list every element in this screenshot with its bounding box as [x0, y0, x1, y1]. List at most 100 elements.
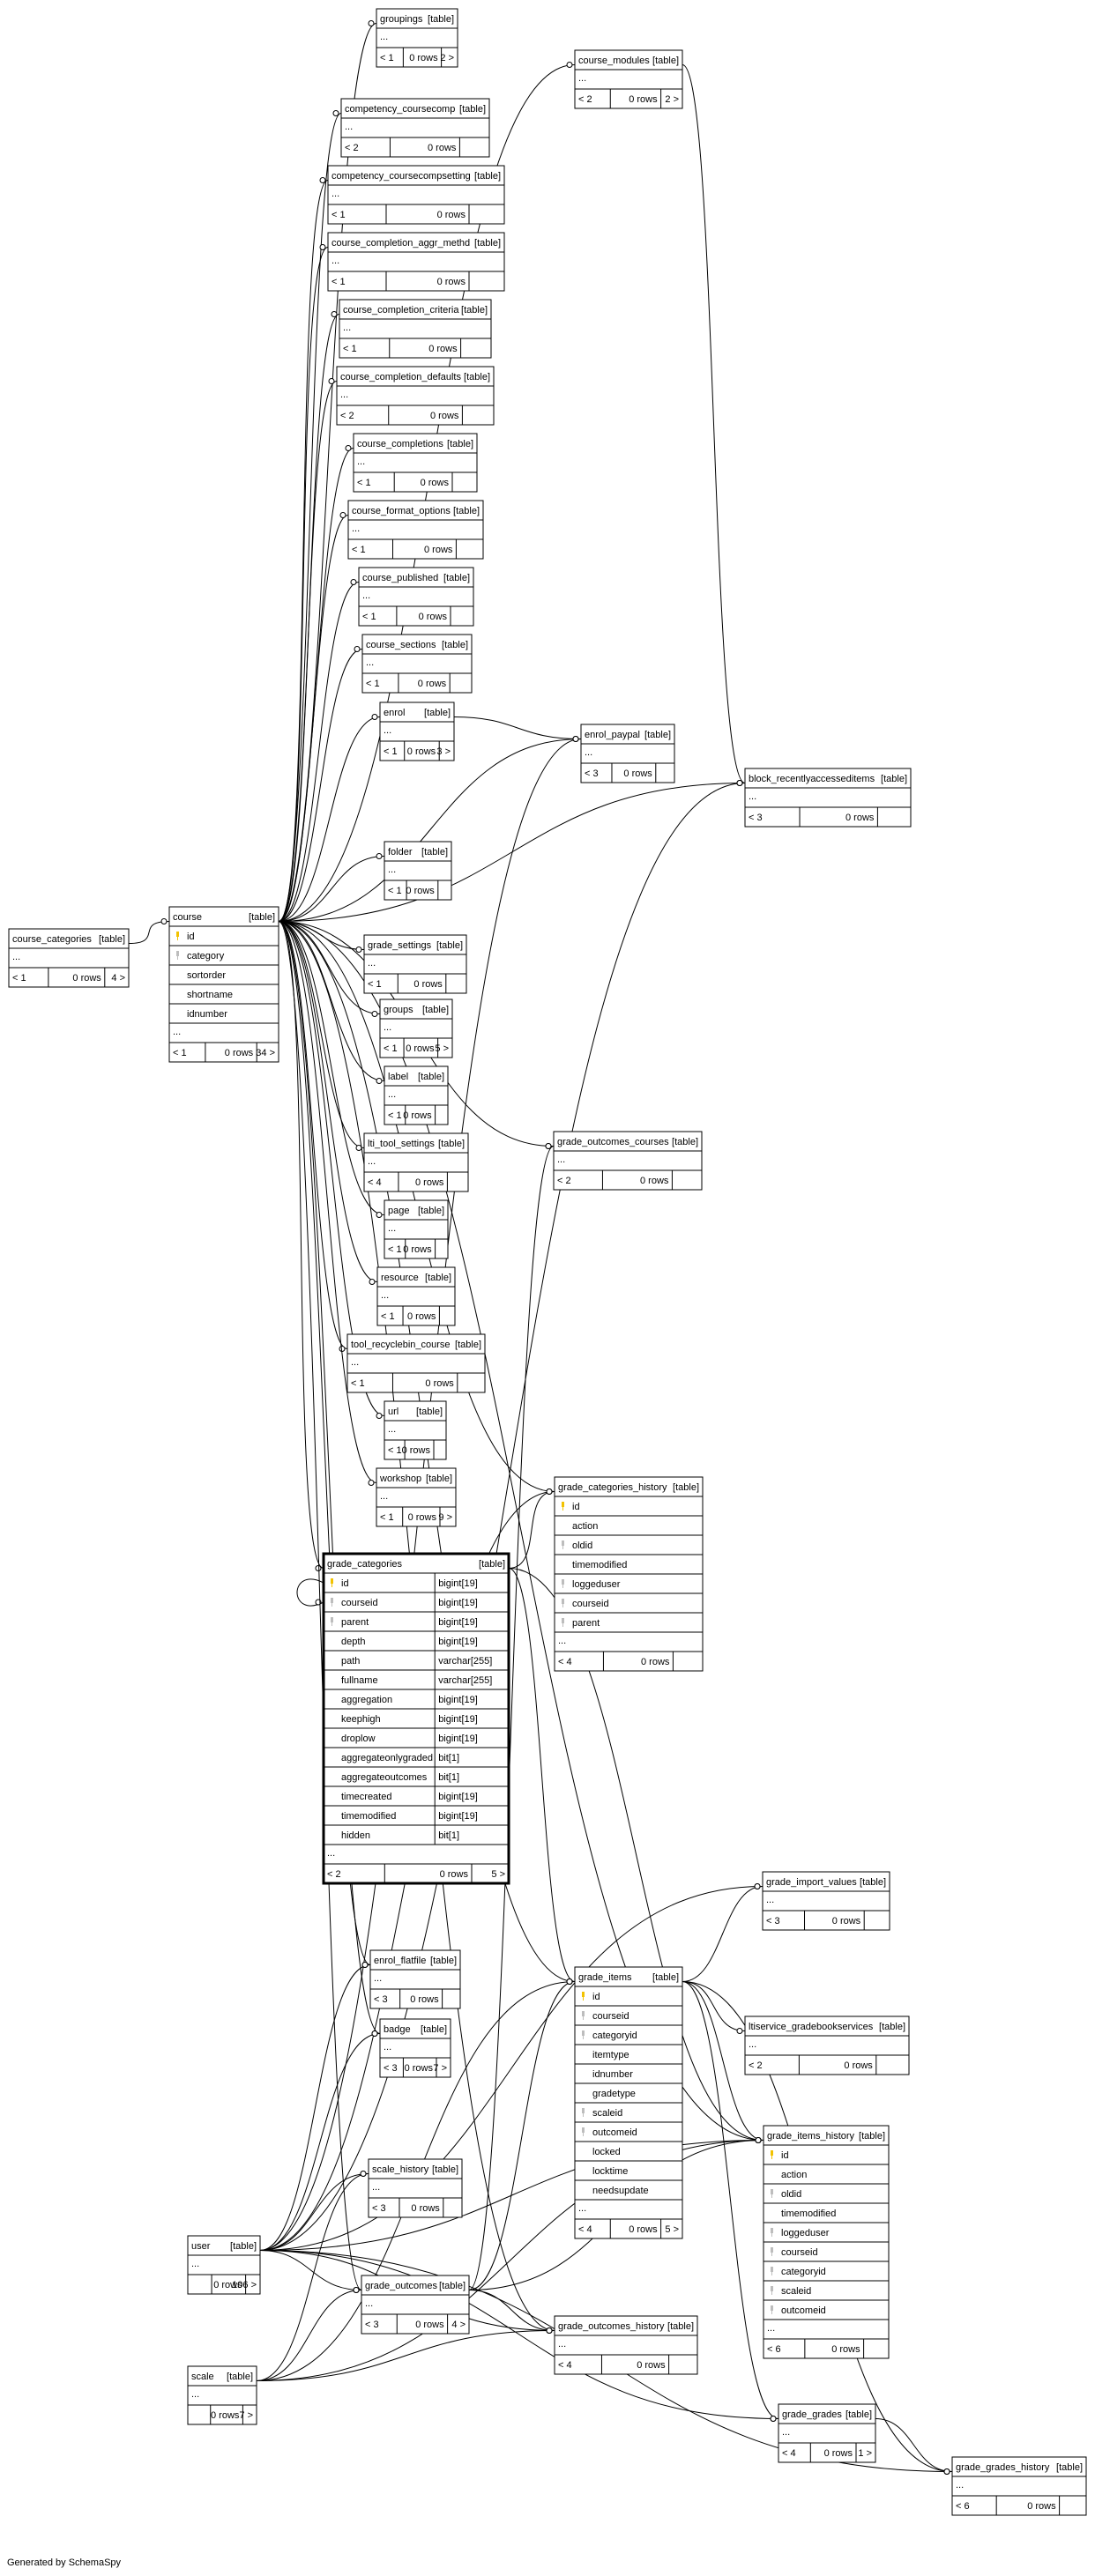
parent-count[interactable]: < 1 — [384, 1043, 398, 1054]
table-title[interactable]: page — [388, 1206, 409, 1216]
table-competency-coursecompsetting[interactable]: competency_coursecompsetting[table]...< … — [327, 165, 505, 225]
parent-count[interactable]: < 3 — [585, 768, 599, 779]
table-title[interactable]: label — [388, 1072, 408, 1082]
child-count[interactable]: 34 > — [256, 1048, 275, 1058]
table-title[interactable]: enrol_paypal — [585, 730, 640, 740]
table-title[interactable]: block_recentlyaccesseditems — [749, 774, 875, 784]
parent-count[interactable]: < 2 — [578, 94, 592, 105]
parent-count[interactable]: < 1 — [380, 53, 394, 63]
parent-count[interactable]: < 1 — [352, 545, 366, 555]
parent-count[interactable]: < 3 — [372, 2203, 386, 2214]
table-title[interactable]: ltiservice_gradebookservices — [749, 2022, 874, 2032]
table-title[interactable]: competency_coursecomp — [345, 104, 455, 115]
parent-count[interactable]: < 1 — [388, 1445, 402, 1456]
child-count[interactable]: 5 > — [491, 1869, 505, 1880]
table-title[interactable]: resource — [381, 1273, 419, 1283]
parent-count[interactable]: < 2 — [327, 1869, 341, 1880]
parent-count[interactable]: < 3 — [384, 2063, 398, 2074]
parent-count[interactable]: < 1 — [173, 1048, 187, 1058]
parent-count[interactable]: < 6 — [956, 2501, 970, 2512]
parent-count[interactable]: < 4 — [558, 1657, 572, 1667]
table-title[interactable]: course_modules — [578, 56, 650, 66]
parent-count[interactable]: < 1 — [331, 277, 346, 287]
parent-count[interactable]: < 4 — [782, 2448, 796, 2459]
table-title[interactable]: course_completion_defaults — [340, 372, 461, 382]
parent-count[interactable]: < 1 — [351, 1378, 365, 1389]
parent-count[interactable]: < 3 — [365, 2320, 379, 2330]
table-title[interactable]: grade_items — [578, 1972, 632, 1983]
parent-count[interactable]: < 1 — [380, 1512, 394, 1523]
table-title[interactable]: folder — [388, 847, 413, 857]
table-title[interactable]: url — [388, 1407, 399, 1417]
table-title[interactable]: course_completion_criteria — [343, 305, 459, 316]
table-title[interactable]: course_completion_aggr_methd — [331, 238, 470, 249]
table-title[interactable]: course_completions — [357, 439, 443, 449]
table-title[interactable]: grade_categories_history — [558, 1482, 667, 1493]
table-title[interactable]: grade_grades_history — [956, 2462, 1050, 2473]
parent-count[interactable]: < 1 — [357, 478, 371, 488]
child-count[interactable]: 4 > — [451, 2320, 466, 2330]
parent-count[interactable]: < 3 — [766, 1916, 780, 1926]
parent-count[interactable]: < 1 — [12, 973, 26, 984]
parent-count[interactable]: < 1 — [381, 1311, 395, 1322]
child-count[interactable]: 3 > — [436, 746, 451, 757]
table-title[interactable]: course_published — [362, 573, 438, 583]
table-title[interactable]: scale — [191, 2372, 214, 2382]
child-count[interactable]: 4 > — [111, 973, 125, 984]
table-title[interactable]: grade_grades — [782, 2409, 842, 2420]
table-title[interactable]: grade_outcomes — [365, 2281, 437, 2291]
parent-count[interactable]: < 1 — [388, 1244, 402, 1255]
table-title[interactable]: grade_categories — [327, 1559, 403, 1570]
table-title[interactable]: groups — [384, 1005, 413, 1015]
parent-count[interactable]: < 4 — [368, 1177, 382, 1188]
table-title[interactable]: grade_settings — [368, 940, 432, 951]
table-title[interactable]: enrol — [384, 708, 405, 718]
table-title[interactable]: user — [191, 2241, 211, 2252]
table-course[interactable]: course[table]idcategorysortordershortnam… — [168, 906, 279, 1063]
table-title[interactable]: course_format_options — [352, 506, 451, 516]
parent-count[interactable]: < 4 — [558, 2360, 572, 2371]
parent-count[interactable]: < 3 — [374, 1994, 388, 2005]
parent-count[interactable]: < 1 — [388, 1110, 402, 1121]
table-title[interactable]: tool_recyclebin_course — [351, 1340, 451, 1350]
child-count[interactable]: 7 > — [433, 2063, 447, 2074]
parent-count[interactable]: < 1 — [362, 612, 376, 622]
table-title[interactable]: enrol_flatfile — [374, 1956, 426, 1966]
table-title[interactable]: course_sections — [366, 640, 436, 650]
parent-count[interactable]: < 2 — [749, 2060, 763, 2071]
parent-count[interactable]: < 4 — [578, 2224, 592, 2235]
table-title[interactable]: course — [173, 912, 202, 923]
child-count[interactable]: 1 > — [858, 2448, 872, 2459]
table-grade-items-history[interactable]: grade_items_history[table]idactionoldidt… — [763, 2125, 890, 2359]
child-count[interactable]: 9 > — [438, 1512, 452, 1523]
child-count[interactable]: 5 > — [665, 2224, 679, 2235]
parent-count[interactable]: < 1 — [366, 679, 380, 689]
table-course-completion-aggr-methd[interactable]: course_completion_aggr_methd[table]...< … — [327, 232, 505, 292]
